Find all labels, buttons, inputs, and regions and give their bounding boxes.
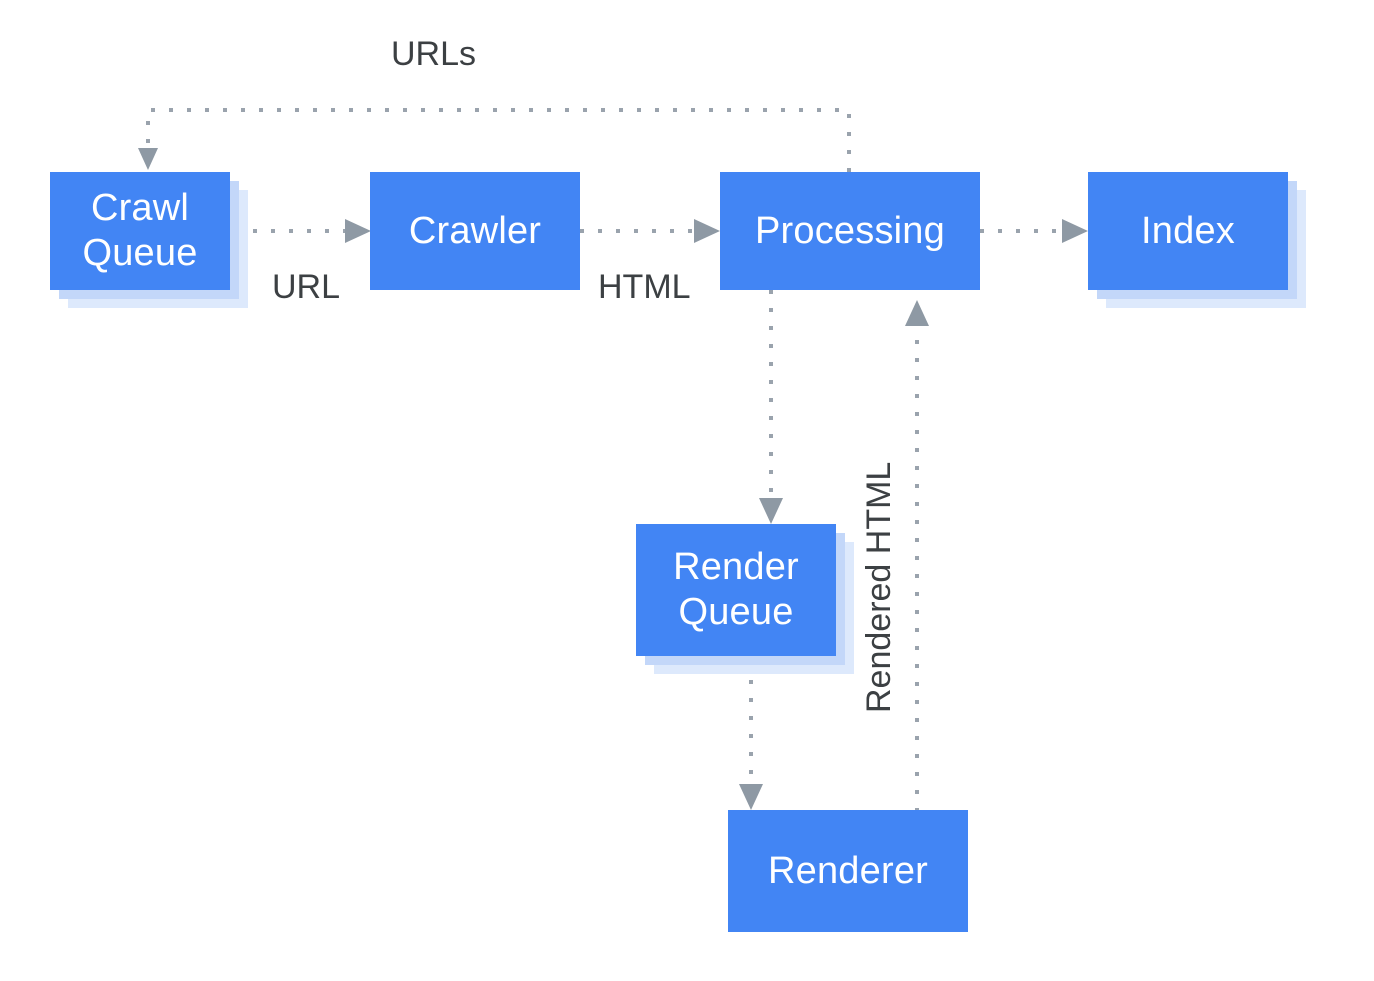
edge-html	[580, 219, 720, 243]
edge-label-rendered-html: Rendered HTML	[860, 461, 898, 713]
node-index[interactable]: Index	[1088, 172, 1288, 290]
node-crawler[interactable]: Crawler	[370, 172, 580, 290]
node-processing-label: Processing	[755, 209, 945, 252]
node-renderer[interactable]: Renderer	[728, 810, 968, 932]
node-crawl-queue-label: Crawl Queue	[82, 187, 198, 274]
node-render-queue[interactable]: Render Queue	[636, 524, 836, 656]
edge-label-urls: URLs	[391, 35, 477, 73]
node-processing[interactable]: Processing	[720, 172, 980, 290]
edge-rendered-html	[905, 300, 929, 812]
edge-to-index	[980, 219, 1088, 243]
edge-urls	[138, 108, 851, 172]
edge-to-render-queue	[759, 290, 783, 524]
node-crawler-label: Crawler	[408, 209, 542, 252]
node-crawl-queue[interactable]: Crawl Queue	[50, 172, 230, 290]
edge-label-url: URL	[272, 268, 341, 306]
node-renderer-label: Renderer	[767, 849, 929, 892]
edge-url	[253, 219, 371, 243]
node-index-label: Index	[1141, 209, 1235, 252]
edge-to-renderer	[739, 680, 763, 810]
edge-label-html: HTML	[598, 268, 691, 306]
node-render-queue-label: Render Queue	[673, 546, 799, 633]
